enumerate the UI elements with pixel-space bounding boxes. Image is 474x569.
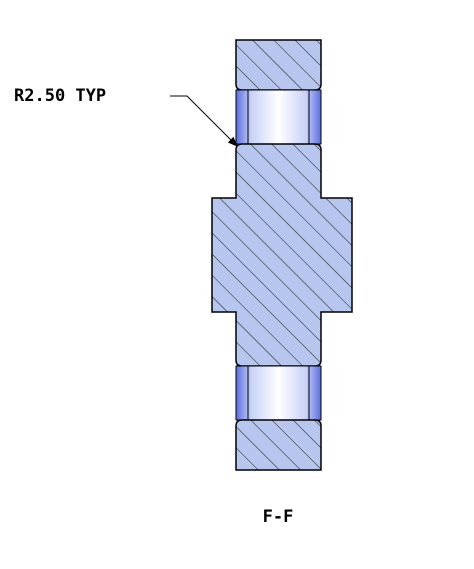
top-section-segment [235, 39, 322, 91]
upper-bore [235, 89, 322, 145]
bottom-section-segment [235, 419, 322, 471]
section-view-label: F-F [263, 507, 294, 527]
hub-section [211, 143, 353, 367]
radius-leader [170, 95, 238, 147]
radius-annotation: R2.50 TYP [14, 86, 106, 106]
lower-bore [235, 365, 322, 421]
